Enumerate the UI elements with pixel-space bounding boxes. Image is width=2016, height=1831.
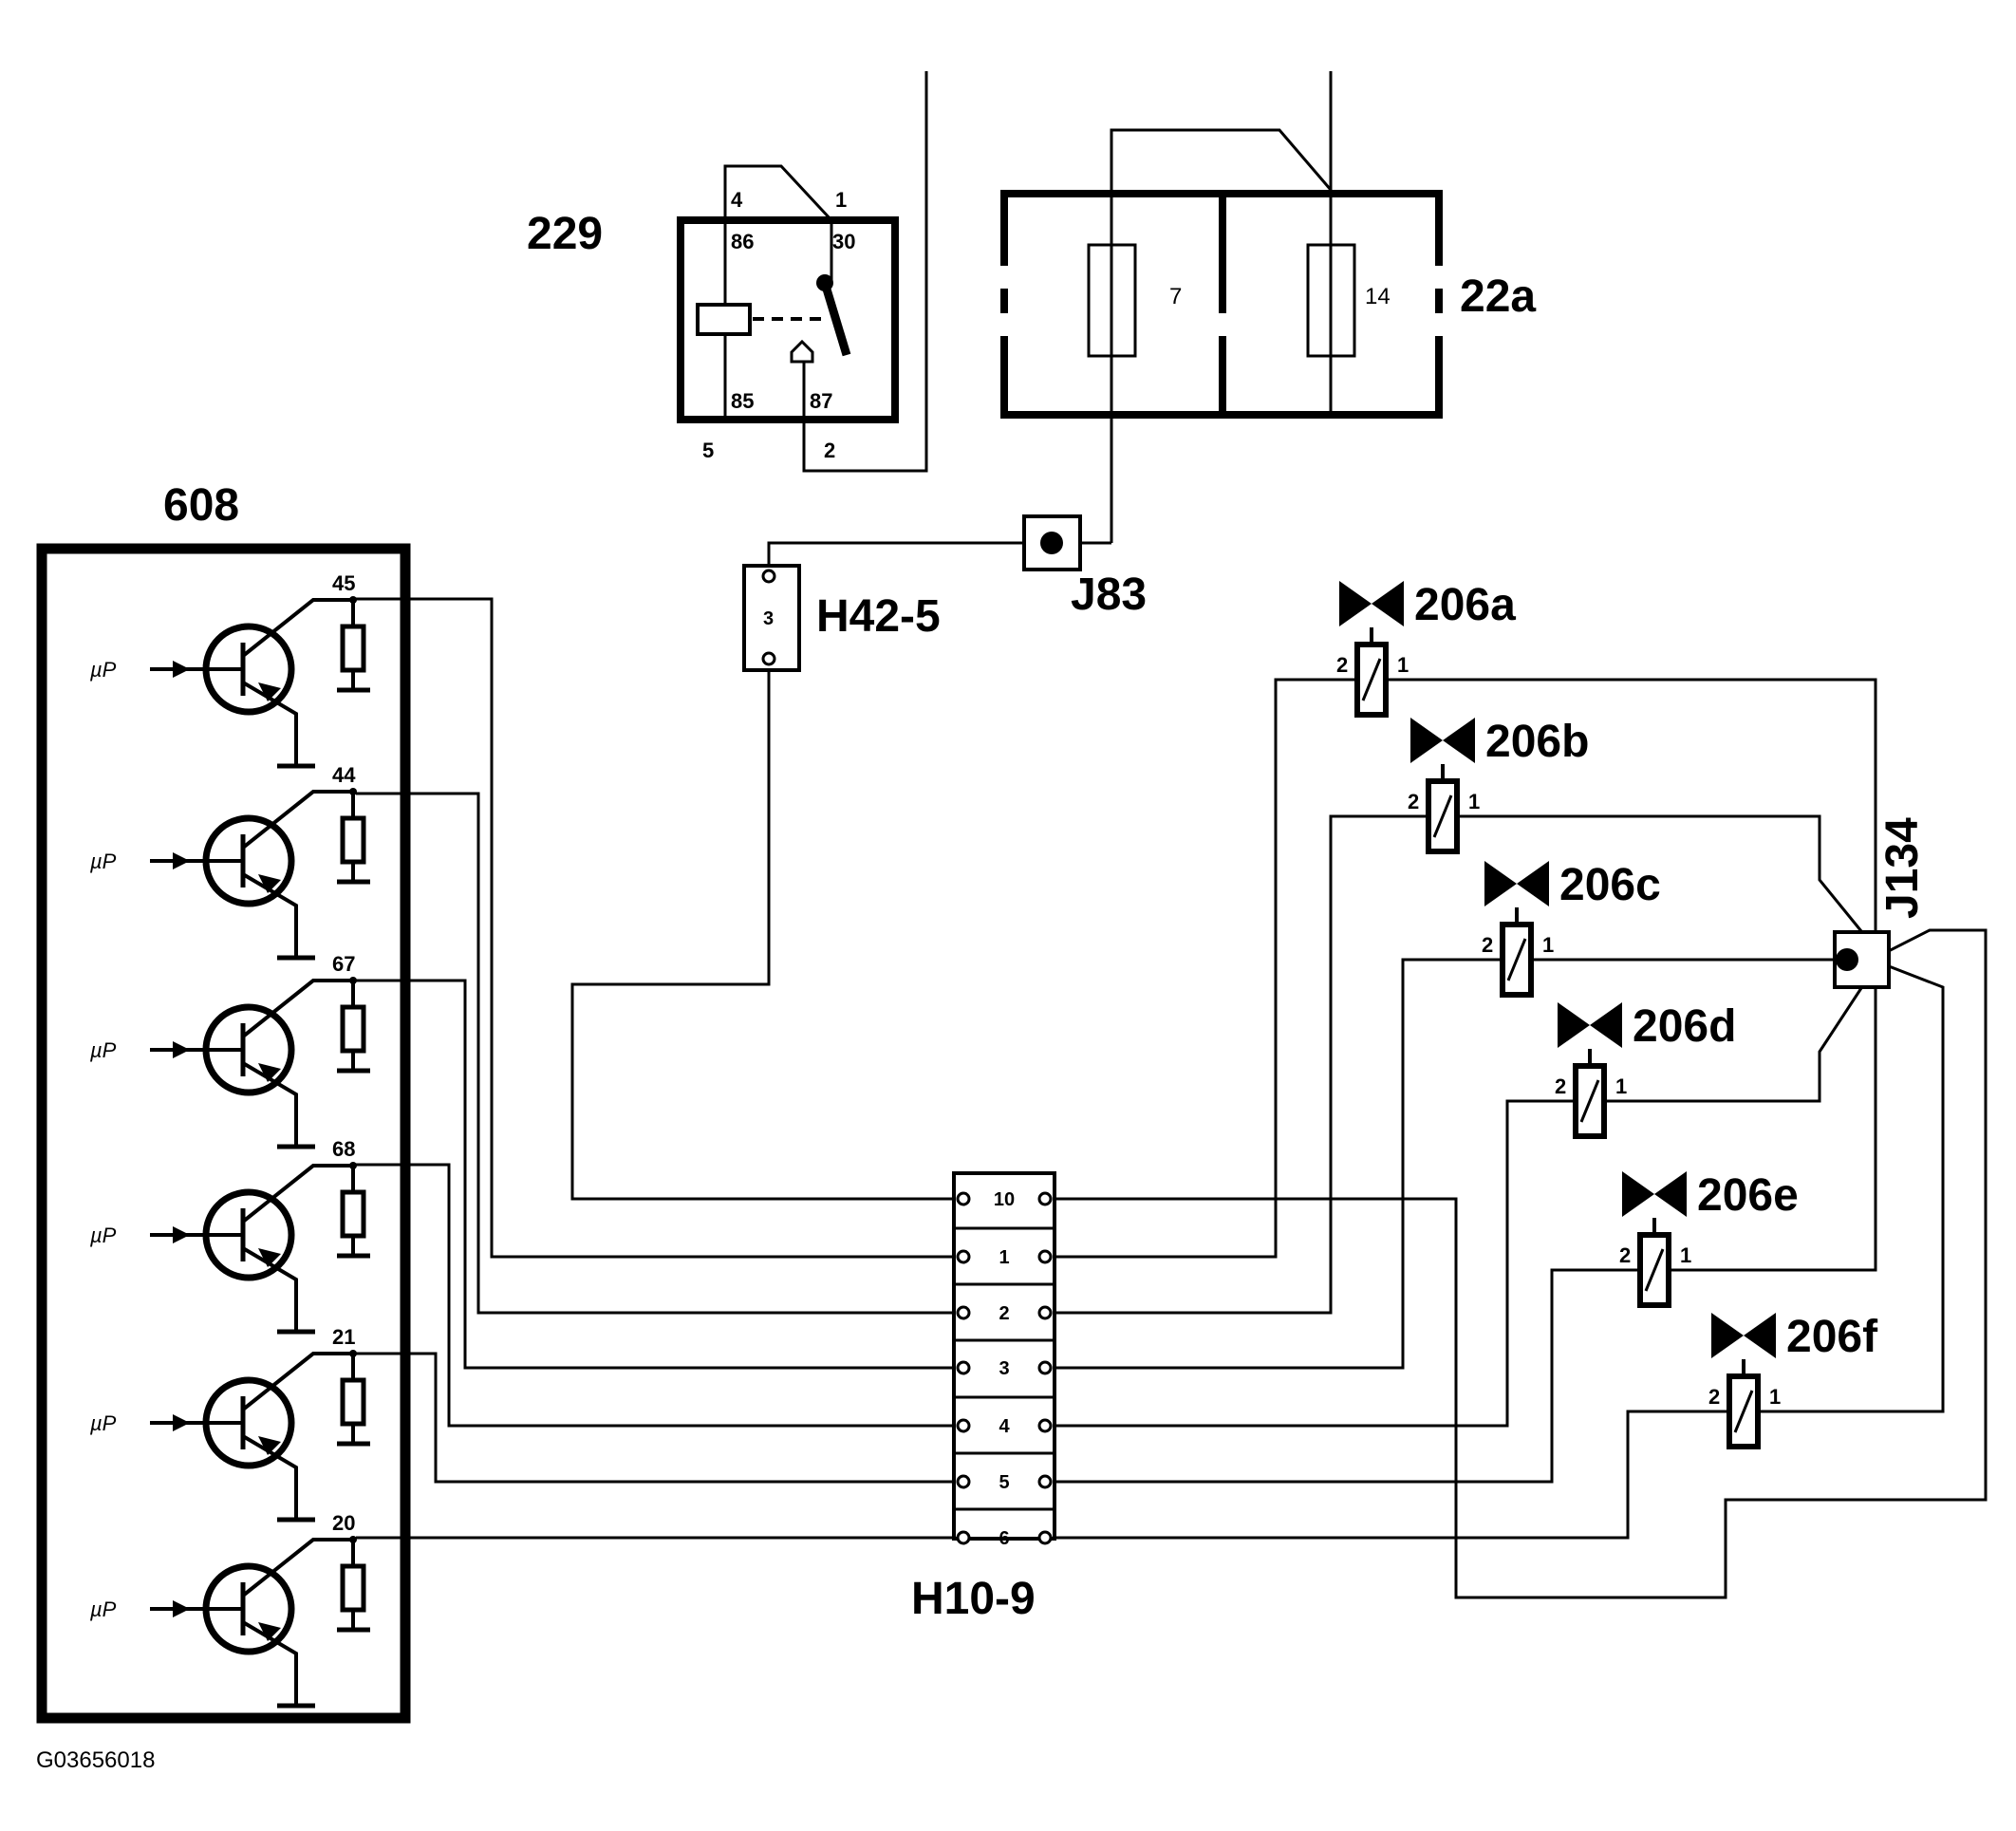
ecu-harness-wires <box>356 597 954 1540</box>
relay-pin-4: 4 <box>731 188 743 212</box>
ecu-driver-input-label: µP <box>89 1224 117 1247</box>
relay-pin-86: 86 <box>731 230 754 253</box>
relay-229: 229 4 1 86 30 85 87 5 2 <box>527 71 928 473</box>
valve-pin-1-label: 1 <box>1542 933 1554 957</box>
h10-pin-label: 3 <box>999 1358 1009 1379</box>
ecu-driver-2: µP 44 <box>89 763 370 961</box>
relay-pin-30: 30 <box>832 230 855 253</box>
ecu-pin-label: 44 <box>332 763 356 787</box>
ecu-pin-label: 67 <box>332 952 355 976</box>
valve-pin-2-label: 2 <box>1619 1243 1631 1267</box>
ecu-driver-1: µP 45 <box>89 571 370 769</box>
relay-229-label: 229 <box>527 209 603 259</box>
ecu-driver-input-label: µP <box>89 1411 117 1435</box>
ecu-driver-6: µP 20 <box>89 1511 370 1709</box>
return-wires <box>1386 678 1945 1413</box>
h42-label: H42-5 <box>816 591 941 642</box>
h10-pin-label: 4 <box>999 1416 1010 1437</box>
connector-h10-9: 10 1 2 3 4 5 6 H10-9 <box>911 1171 1056 1624</box>
ecu-driver-input-label: µP <box>89 658 117 682</box>
ecu-driver-4: µP 68 <box>89 1137 370 1335</box>
valve-label: 206e <box>1697 1170 1799 1221</box>
valve-206a: 206a 2 1 <box>1336 580 1516 718</box>
fuse-7-label: 7 <box>1169 284 1182 309</box>
valve-label: 206f <box>1786 1312 1878 1362</box>
h10-pin-label: 2 <box>999 1303 1009 1324</box>
h10-pin-2: 2 <box>956 1303 1053 1324</box>
fuse-14-label: 14 <box>1365 284 1391 309</box>
valve-label: 206c <box>1559 860 1661 910</box>
ecu-608: 608 µP 45 µP 44 µP 67 µP 68 µP 21 µP 20 <box>36 480 411 1724</box>
relay-pin-85: 85 <box>731 389 754 413</box>
ecu-pin-label: 20 <box>332 1511 355 1535</box>
valve-pin-1-label: 1 <box>1397 653 1409 677</box>
valve-label: 206b <box>1485 717 1589 767</box>
ecu-driver-3: µP 67 <box>89 952 370 1149</box>
valve-206e: 206e 2 1 <box>1619 1170 1799 1308</box>
valve-pin-2-label: 2 <box>1555 1074 1566 1098</box>
figure-id: G03656018 <box>36 1747 155 1773</box>
valve-pin-1-label: 1 <box>1769 1385 1781 1409</box>
ecu-driver-input-label: µP <box>89 1038 117 1062</box>
valve-pin-1-label: 1 <box>1680 1243 1691 1267</box>
connector-h42-5: 3 H42-5 <box>570 541 1024 1201</box>
h10-pin-3: 3 <box>956 1358 1053 1379</box>
valve-206d: 206d 2 1 <box>1555 1001 1736 1139</box>
h10-pin-5: 5 <box>956 1472 1053 1493</box>
valve-pin-2-label: 2 <box>1408 790 1419 813</box>
h10-pin-label: 6 <box>999 1528 1009 1549</box>
j134-label: J134 <box>1877 817 1928 919</box>
h10-pin-1: 1 <box>956 1247 1053 1268</box>
h42-pin-3: 3 <box>763 608 774 629</box>
valve-206b: 206b 2 1 <box>1408 717 1589 854</box>
valve-label: 206a <box>1414 580 1516 630</box>
valve-pin-2-label: 2 <box>1336 653 1348 677</box>
ecu-driver-5: µP 21 <box>89 1325 370 1523</box>
connector-j134: J134 <box>1833 817 1928 989</box>
h10-pin-10: 10 <box>956 1189 1053 1210</box>
h10-pin-label: 10 <box>994 1189 1015 1210</box>
connector-j83: J83 <box>1022 415 1147 620</box>
valve-206c: 206c 2 1 <box>1482 860 1661 998</box>
relay-pin-1: 1 <box>835 188 847 212</box>
relay-pin-5: 5 <box>702 439 714 462</box>
valve-feed-wires <box>1055 678 1988 1599</box>
h10-pin-label: 1 <box>999 1247 1009 1268</box>
h10-pin-4: 4 <box>956 1416 1053 1437</box>
ecu-pin-label: 21 <box>332 1325 355 1349</box>
fuse-box-label: 22a <box>1460 271 1536 322</box>
valve-pin-2-label: 2 <box>1482 933 1493 957</box>
valve-206f: 206f 2 1 <box>1708 1312 1878 1449</box>
j83-label: J83 <box>1071 570 1147 620</box>
valve-label: 206d <box>1633 1001 1736 1052</box>
relay-pin-2: 2 <box>824 439 835 462</box>
valve-pin-1-label: 1 <box>1468 790 1480 813</box>
h10-pin-label: 5 <box>999 1472 1009 1493</box>
fuse-box-22a: 7 14 22a <box>1000 71 1536 419</box>
valve-pin-1-label: 1 <box>1615 1074 1627 1098</box>
h10-label: H10-9 <box>911 1574 1036 1624</box>
valve-pin-2-label: 2 <box>1708 1385 1720 1409</box>
ecu-label: 608 <box>163 480 239 531</box>
relay-pin-87: 87 <box>810 389 832 413</box>
ecu-driver-input-label: µP <box>89 1597 117 1621</box>
ecu-pin-label: 45 <box>332 571 355 595</box>
ecu-pin-label: 68 <box>332 1137 355 1161</box>
ecu-driver-input-label: µP <box>89 850 117 873</box>
h10-pin-6: 6 <box>956 1528 1053 1549</box>
